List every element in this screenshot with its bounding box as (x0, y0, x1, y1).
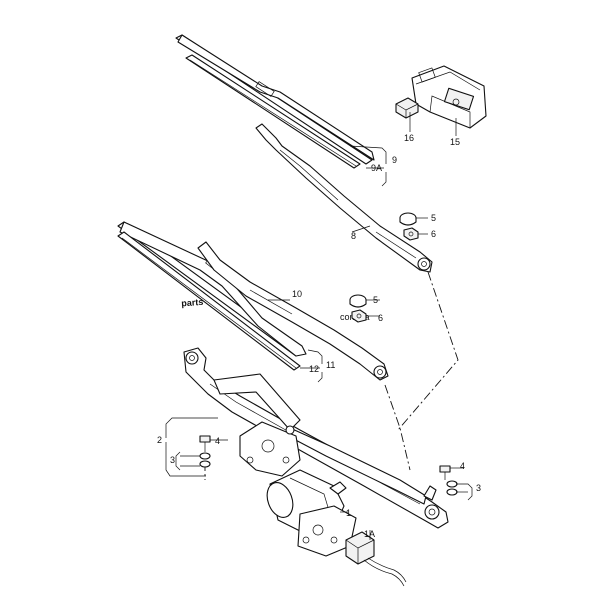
label-11: 11 (326, 360, 335, 370)
motor-connector (345, 531, 407, 587)
hex-nut-upper (403, 227, 419, 241)
label-6-upper: 6 (431, 229, 436, 239)
label-5-lower: 5 (373, 295, 378, 305)
nut-cap-lower (349, 294, 367, 308)
nut-cap-upper (399, 212, 417, 226)
label-9a: 9A (371, 163, 382, 173)
label-1a: 1A (364, 529, 375, 539)
sensor-connector (395, 97, 419, 119)
label-10: 10 (292, 289, 302, 299)
label-3-right: 3 (476, 483, 481, 493)
label-5-upper: 5 (431, 213, 436, 223)
label-6-lower: 6 (378, 313, 383, 323)
label-9: 9 (392, 155, 397, 165)
label-3-left: 3 (170, 455, 175, 465)
hex-nut-lower (351, 309, 367, 323)
watermark-logo: parts (181, 297, 204, 309)
label-4-left: 4 (215, 436, 220, 446)
bolt-right (439, 465, 458, 496)
label-2: 2 (157, 435, 162, 445)
wiper-arm-lower (197, 241, 389, 381)
part-labels: 16 15 9 9A 8 5 6 10 5 6 11 12 2 4 3 4 3 … (157, 133, 481, 539)
label-4-right: 4 (460, 461, 465, 471)
label-8: 8 (351, 231, 356, 241)
rain-sensor-unit (411, 65, 487, 129)
leader-lines (165, 112, 473, 540)
label-1: 1 (346, 508, 351, 518)
bolt-left (199, 435, 211, 468)
wiper-linkage-frame (183, 347, 449, 529)
label-12: 12 (309, 364, 319, 374)
wiper-blade-lower (117, 221, 307, 371)
wiper-motor (266, 469, 357, 557)
label-15: 15 (450, 137, 460, 147)
wiper-blade-upper (175, 34, 375, 169)
label-16: 16 (404, 133, 414, 143)
wiper-arm-upper (255, 123, 433, 273)
